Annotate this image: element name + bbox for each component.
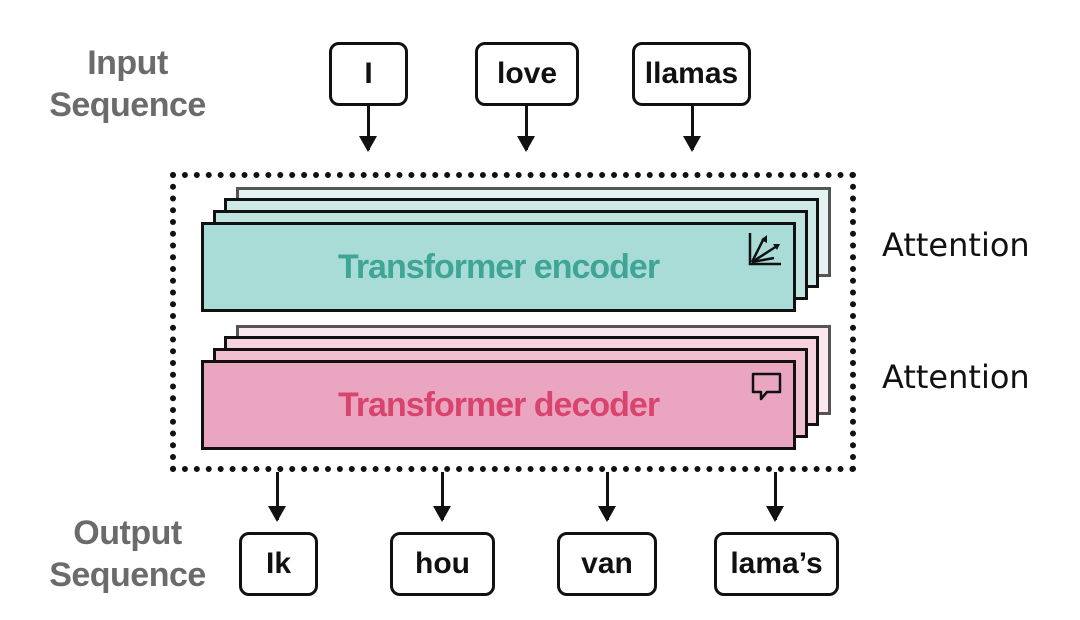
- chart-arrows-icon: [748, 233, 781, 266]
- input-arrow-1: [359, 106, 377, 152]
- input-sequence-label: Input Sequence: [40, 42, 215, 126]
- transformer-container: [170, 172, 856, 472]
- output-token-hou: hou: [390, 532, 495, 596]
- encoder-label: Transformer encoder: [337, 247, 660, 286]
- encoder-attention-label: Attention: [882, 226, 1030, 264]
- output-token-van: van: [557, 532, 657, 596]
- input-arrow-2: [517, 106, 535, 152]
- output-arrow-3: [598, 472, 616, 522]
- output-arrow-1: [268, 472, 286, 522]
- input-arrow-3: [683, 106, 701, 152]
- output-token-lamas: lama’s: [714, 532, 839, 596]
- input-token-i: I: [329, 42, 408, 106]
- speech-bubble-icon: [751, 372, 782, 401]
- transformer-encoder-block: Transformer encoder: [201, 222, 796, 312]
- decoder-attention-label: Attention: [882, 358, 1030, 396]
- input-token-love: love: [475, 42, 579, 106]
- transformer-decoder-block: Transformer decoder: [201, 360, 796, 450]
- output-token-ik: Ik: [239, 532, 318, 596]
- output-arrow-4: [766, 472, 784, 522]
- output-sequence-label: Output Sequence: [40, 512, 215, 596]
- input-token-llamas: llamas: [632, 42, 751, 106]
- output-label-line1: Output: [73, 514, 182, 552]
- decoder-label: Transformer decoder: [337, 385, 660, 424]
- input-label-line2: Sequence: [49, 86, 206, 124]
- output-arrow-2: [433, 472, 451, 522]
- output-label-line2: Sequence: [49, 556, 206, 594]
- input-label-line1: Input: [87, 44, 168, 82]
